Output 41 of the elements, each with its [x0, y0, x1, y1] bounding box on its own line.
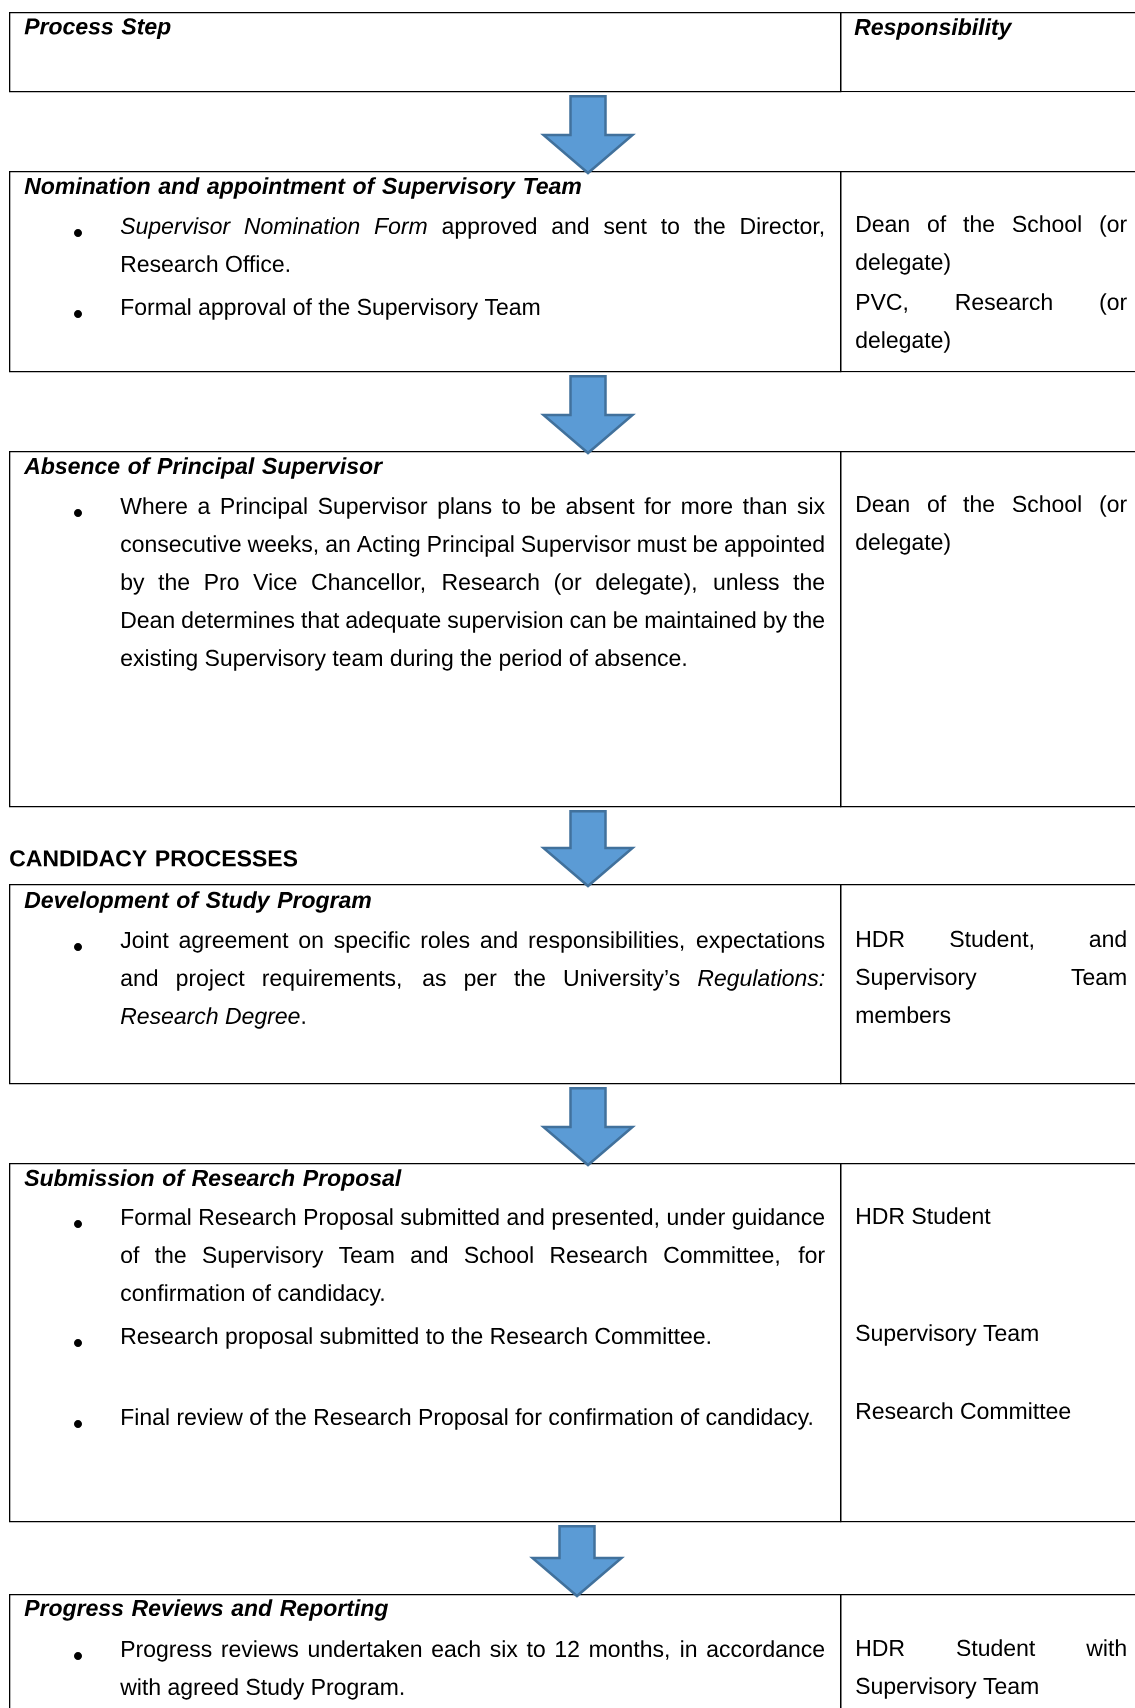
bullet-text: Research proposal submitted to the Research Committee. [122, 1327, 710, 1349]
step-heading: Nomination and appointment of Supervisory Team [24, 177, 581, 199]
responsibility-text: HDR Student with Supervisory Team [856, 1639, 1126, 1699]
table-cell [840, 171, 1135, 373]
table-cell [9, 12, 842, 93]
column-heading: Process Step [24, 18, 171, 40]
table-cell [9, 1163, 842, 1523]
responsibility-text: HDR Student, and Supervisory Team members [856, 930, 1126, 1024]
step-heading: Absence of Principal Supervisor [23, 457, 384, 479]
section-heading: CANDIDACY PROCESSES [10, 850, 298, 867]
step-heading: Progress Reviews and Reporting [24, 1599, 389, 1621]
column-heading: Responsibility [854, 18, 1013, 40]
responsibility-text: Dean of the School (or delegate) [856, 495, 1127, 555]
responsibility-text: Supervisory Team [856, 1324, 1038, 1346]
table-cell [9, 884, 842, 1085]
table-cell [9, 1594, 842, 1708]
bullet-text: Joint agreement on specific roles and responsibilities, expectations and project requirements, as per the University’s Regulations: Research Degree. [120, 931, 825, 1029]
bullet-text: Formal Research Proposal submitted and presented, under guidance of the Supervisory Team and School Research Committee, for confirmation of candidacy. [121, 1208, 825, 1306]
step-heading: Submission of Research Proposal [24, 1169, 402, 1191]
bullet-text: Progress reviews undertaken each six to 12 months, in accordance with agreed Study Program. [120, 1640, 825, 1700]
bullet-text: Supervisor Nomination Form approved and sent to the Director, Research Office. [120, 217, 824, 273]
responsibility-text: Dean of the School (or delegate) [856, 215, 1127, 275]
table-cell [840, 12, 1135, 93]
block-arrow [540, 810, 636, 888]
table-cell [840, 884, 1135, 1085]
responsibility-text: HDR Student [857, 1207, 991, 1225]
bullet-text: Formal approval of the Supervisory Team [122, 298, 540, 320]
block-arrow [529, 1525, 625, 1598]
block-arrow [540, 95, 636, 175]
table-cell [840, 1594, 1135, 1708]
block-arrow [540, 1087, 636, 1167]
bullet-text: Final review of the Research Proposal for confirmation of candidacy. [122, 1408, 812, 1430]
table-cell [840, 1163, 1135, 1523]
table-cell [9, 171, 842, 373]
block-arrow [540, 375, 636, 455]
table-cell [9, 451, 842, 808]
step-heading: Development of Study Program [24, 891, 371, 913]
bullet-text: Where a Principal Supervisor plans to be absent for more than six consecutive weeks, an Acting Principal Supervisor must be appointed by the Pro Vice Chancellor, Research (or delegate), unless the Dean determines that adequate supervision can be maintained by the existing Supervisory team during the period of absence. [120, 497, 825, 671]
table-cell [840, 451, 1135, 808]
responsibility-text: PVC, Research (or delegate) [856, 293, 1127, 353]
responsibility-text: Research Committee [857, 1402, 1071, 1420]
